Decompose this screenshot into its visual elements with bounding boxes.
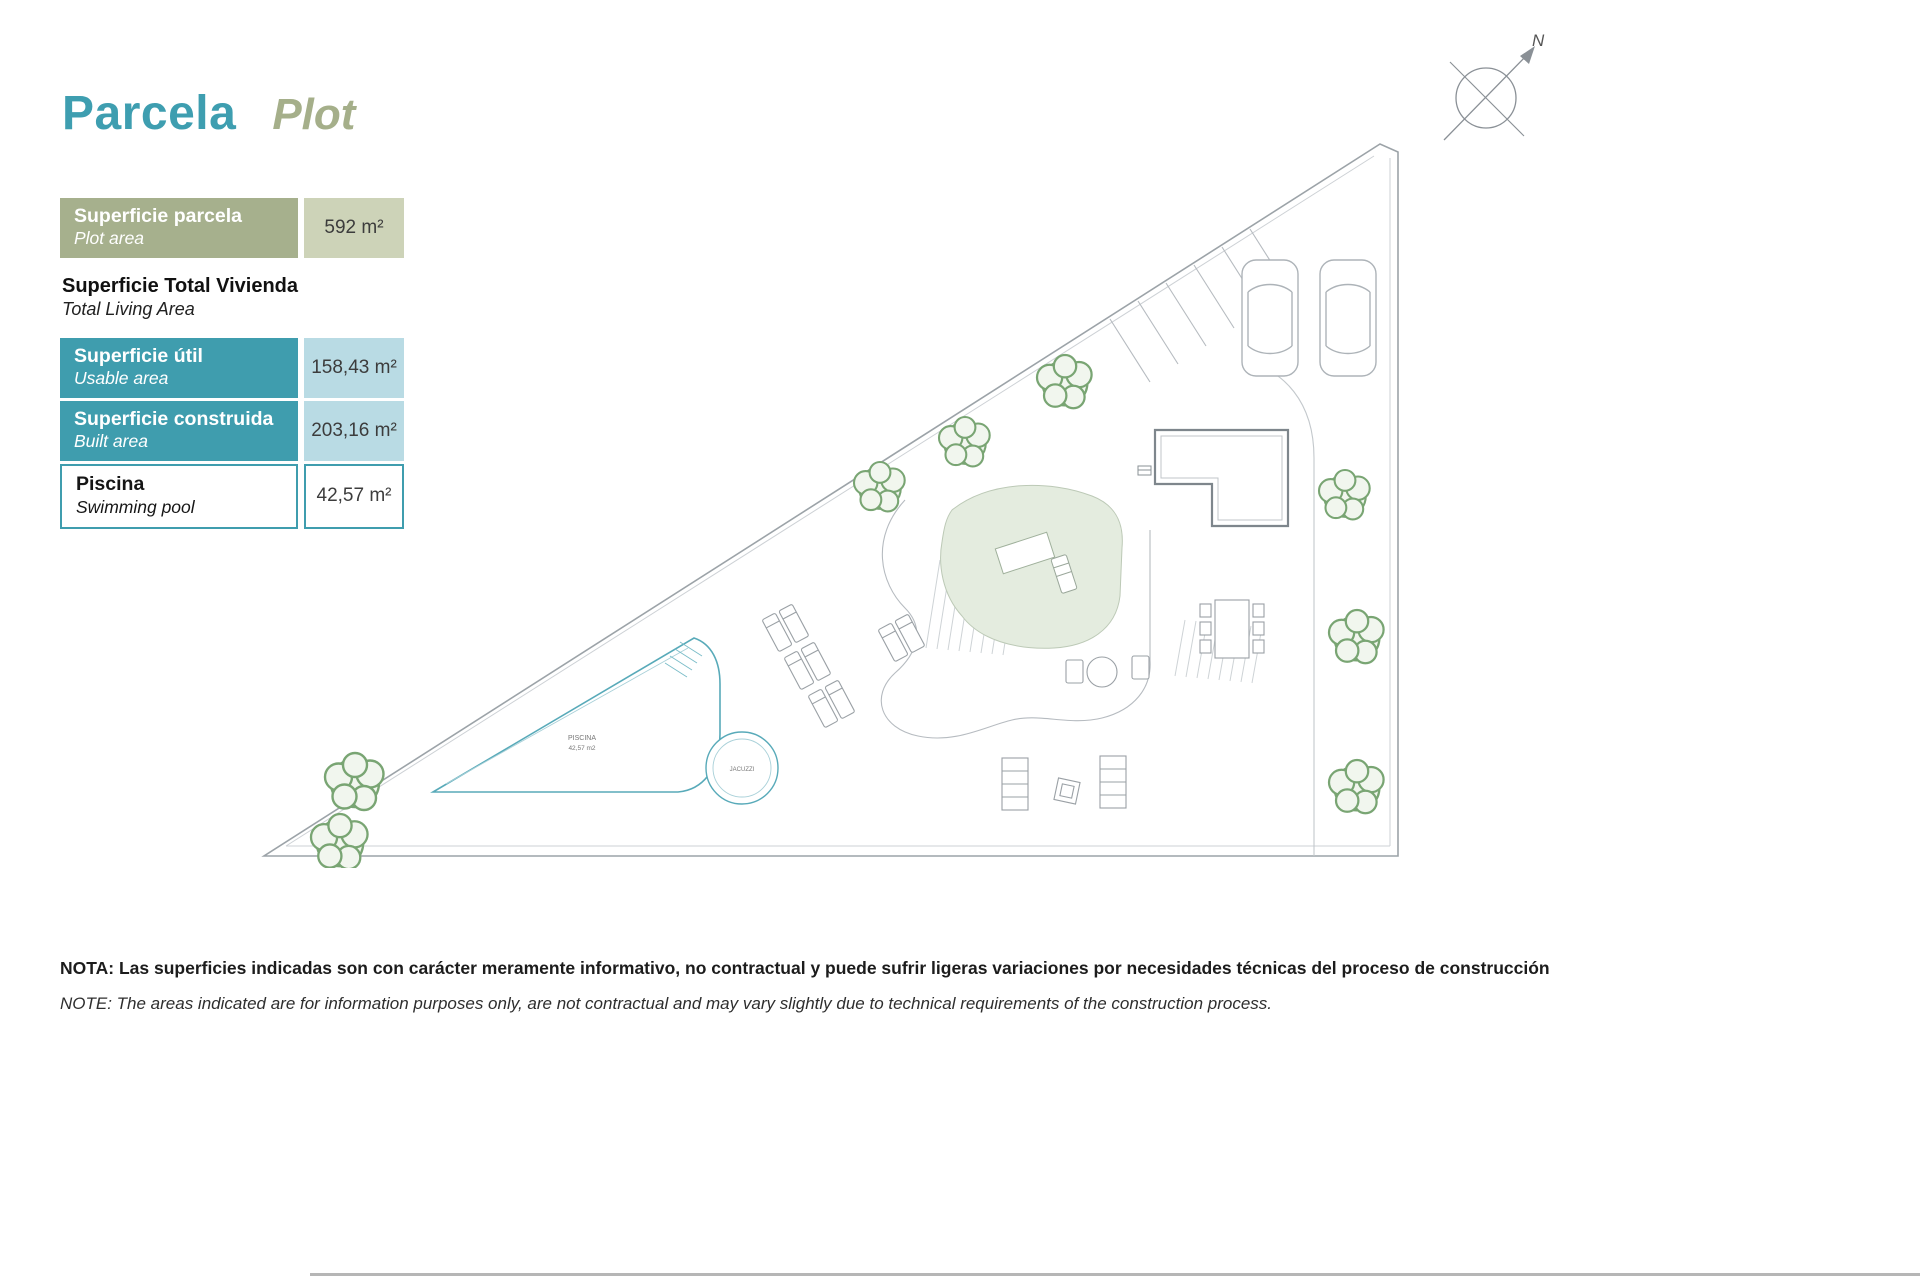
titlebar: Parcela Plot bbox=[62, 86, 355, 141]
plot-area-value: 592 m² bbox=[304, 198, 404, 259]
usable-area-label-es: Superficie útil bbox=[74, 344, 203, 367]
garden-furniture bbox=[1001, 755, 1127, 811]
tree-1 bbox=[323, 751, 385, 812]
car-1 bbox=[1241, 259, 1299, 377]
built-area-value: 203,16 m² bbox=[304, 401, 404, 462]
notes: NOTA: Las superficies indicadas son con … bbox=[60, 958, 1620, 1014]
plot-area-label-cell: Superficie parcela Plot area bbox=[60, 198, 298, 259]
pool-label: PISCINA bbox=[568, 735, 596, 742]
house-footprint bbox=[1153, 428, 1290, 528]
page-title: Parcela bbox=[62, 87, 237, 140]
tree-3 bbox=[852, 460, 906, 513]
jacuzzi-inner bbox=[712, 738, 772, 798]
compass-crossline bbox=[1449, 61, 1525, 137]
usable-area-row: Superficie útil Usable area 158,43 m² bbox=[60, 337, 405, 399]
built-area-label-es: Superficie construida bbox=[74, 408, 274, 431]
house-door-mark bbox=[1137, 465, 1152, 476]
pool-area-label-en: Swimming pool bbox=[76, 496, 195, 517]
north-arrowhead bbox=[1520, 46, 1535, 64]
pool-outline bbox=[430, 637, 721, 793]
car-2 bbox=[1319, 259, 1377, 377]
plot-boundary-inner bbox=[285, 155, 1391, 847]
area-table: Superficie parcela Plot area 592 m² Supe… bbox=[60, 198, 405, 532]
site-plan: PISCINA 42,57 m2 JACUZZI bbox=[261, 143, 1399, 868]
plot-area-label-en: Plot area bbox=[74, 228, 145, 249]
pool-area-value: 42,57 m² bbox=[304, 464, 404, 529]
total-living-area-heading-en: Total Living Area bbox=[62, 299, 195, 320]
compass-circle bbox=[1455, 67, 1517, 129]
total-living-area-heading: Superficie Total Vivienda Total Living A… bbox=[62, 274, 403, 321]
note-es: NOTA: Las superficies indicadas son con … bbox=[60, 958, 1550, 978]
pool-area-label-cell: Piscina Swimming pool bbox=[60, 464, 298, 529]
round-table bbox=[1065, 655, 1150, 688]
built-area-label-en: Built area bbox=[74, 431, 148, 452]
built-area-row: Superficie construida Built area 203,16 … bbox=[60, 401, 405, 462]
bottom-edge-line bbox=[310, 1273, 1920, 1276]
house-footprint-inner bbox=[1160, 435, 1283, 521]
jacuzzi: JACUZZI bbox=[705, 731, 779, 805]
terrace-boundary bbox=[880, 499, 1151, 739]
pool-area-text: 42,57 m2 bbox=[568, 745, 595, 752]
page-subtitle: Plot bbox=[272, 90, 356, 139]
usable-area-label-en: Usable area bbox=[74, 368, 169, 389]
pool-lane-line bbox=[445, 647, 689, 785]
note-en: NOTE: The areas indicated are for inform… bbox=[60, 994, 1273, 1013]
roof-panel bbox=[994, 531, 1056, 575]
plot-area-row: Superficie parcela Plot area 592 m² bbox=[60, 198, 405, 259]
compass-icon: N bbox=[1443, 31, 1545, 141]
built-area-label-cell: Superficie construida Built area bbox=[60, 401, 298, 462]
pool-steps bbox=[664, 641, 703, 678]
north-label: N bbox=[1532, 31, 1545, 50]
roof-lounger bbox=[1050, 554, 1078, 594]
usable-area-label-cell: Superficie útil Usable area bbox=[60, 337, 298, 399]
green-roof bbox=[940, 484, 1123, 649]
usable-area-value: 158,43 m² bbox=[304, 337, 404, 399]
jacuzzi-label: JACUZZI bbox=[730, 767, 755, 773]
pool-area-row: Piscina Swimming pool 42,57 m² bbox=[60, 464, 405, 529]
dining-table bbox=[1199, 599, 1265, 659]
pool-area-label-es: Piscina bbox=[76, 473, 145, 496]
compass-needle bbox=[1443, 53, 1529, 141]
plot-area-label-es: Superficie parcela bbox=[74, 205, 242, 227]
jacuzzi-outline bbox=[705, 731, 779, 805]
total-living-area-heading-es: Superficie Total Vivienda bbox=[62, 275, 298, 298]
pool: PISCINA 42,57 m2 bbox=[430, 637, 721, 793]
